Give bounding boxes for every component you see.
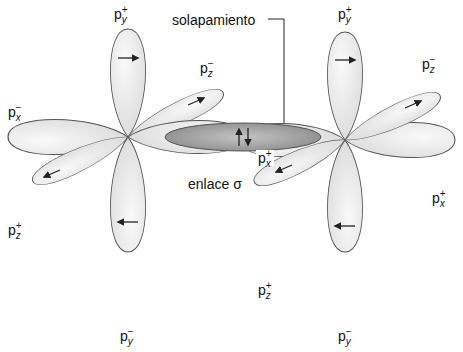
spin-arrow	[188, 98, 204, 105]
orbital-axis: z	[208, 68, 213, 79]
spin-arrow	[118, 57, 138, 58]
orbital-sign: +	[122, 4, 128, 15]
orbital-sign: +	[346, 4, 352, 15]
orbital-label: px+	[430, 190, 448, 206]
orbital-letter: p	[8, 222, 16, 238]
py-minus-lobe	[110, 137, 145, 252]
orbital-axis: y	[128, 336, 133, 347]
spin-arrow	[118, 221, 138, 222]
py-minus-lobe	[327, 140, 362, 252]
orbital-label: pz+	[6, 222, 24, 238]
orbital-sign: −	[208, 58, 214, 69]
orbital-sign: −	[346, 326, 352, 337]
orbital-sign: +	[266, 148, 272, 159]
orbital-letter: p	[258, 150, 266, 166]
orbital-letter: p	[258, 282, 266, 298]
orbital-letter: p	[200, 60, 208, 76]
orbital-label: px+	[256, 150, 274, 166]
orbital-axis: z	[16, 230, 21, 241]
orbital-label: py−	[118, 328, 136, 344]
orbital-label: py+	[112, 6, 130, 22]
spin-arrow	[247, 128, 248, 145]
overlap-region	[165, 123, 321, 151]
orbital-axis: z	[266, 290, 271, 301]
orbital-label: py+	[336, 6, 354, 22]
orbital-axis: y	[122, 14, 127, 25]
orbital-axis: x	[440, 198, 445, 209]
orbital-axis: y	[346, 14, 351, 25]
orbital-label: px−	[6, 104, 24, 120]
orbital-letter: p	[8, 104, 16, 120]
orbital-letter: p	[114, 6, 122, 22]
orbital-sign: +	[440, 188, 446, 199]
orbital-letter: p	[432, 190, 440, 206]
orbital-axis: x	[16, 112, 21, 123]
orbital-sign: −	[128, 326, 134, 337]
spin-arrow	[276, 165, 292, 172]
spin-arrow	[44, 170, 60, 177]
text-label: solapamiento	[170, 12, 257, 28]
orbital-sign: +	[266, 280, 272, 291]
orbital-label: py−	[336, 328, 354, 344]
spin-arrow	[335, 225, 355, 226]
spin-arrow	[238, 129, 239, 146]
spin-arrow	[335, 59, 355, 60]
orbital-label: pz−	[198, 60, 216, 76]
spin-arrow	[405, 101, 421, 108]
orbital-letter: p	[338, 6, 346, 22]
orbital-sign: +	[16, 220, 22, 231]
orbital-letter: p	[338, 328, 346, 344]
orbital-axis: x	[266, 158, 271, 169]
orbital-sign: −	[430, 54, 436, 65]
orbital-label: pz−	[420, 56, 438, 72]
orbital-letter: p	[120, 328, 128, 344]
orbital-axis: y	[346, 336, 351, 347]
leader-line	[268, 19, 284, 123]
text-label: enlace σ	[186, 176, 244, 192]
orbital-axis: z	[430, 64, 435, 75]
py-plus-lobe	[110, 29, 145, 137]
orbital-sign: −	[16, 102, 22, 113]
orbital-letter: p	[422, 56, 430, 72]
py-plus-lobe	[327, 32, 362, 140]
orbital-label: pz+	[256, 282, 274, 298]
